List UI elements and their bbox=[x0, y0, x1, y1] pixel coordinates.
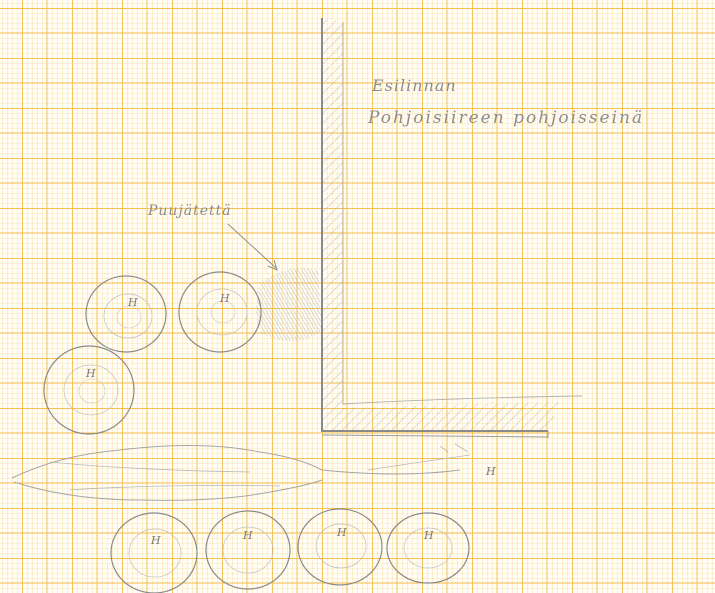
stone-marker: H bbox=[220, 293, 230, 304]
room-label: Esilinnan bbox=[372, 76, 457, 95]
stone-marker: H bbox=[243, 530, 253, 541]
stone-marker: H bbox=[128, 297, 138, 308]
stone-marker: H bbox=[337, 527, 347, 538]
stone-marker: H bbox=[86, 368, 96, 379]
wall-label: Pohjoisiireen pohjoisseinä bbox=[368, 108, 644, 128]
stone-marker: H bbox=[151, 535, 161, 546]
wood-waste-label: Puujätettä bbox=[148, 203, 232, 219]
stone-marker: H bbox=[424, 530, 434, 541]
stone-marker: H bbox=[486, 466, 496, 477]
